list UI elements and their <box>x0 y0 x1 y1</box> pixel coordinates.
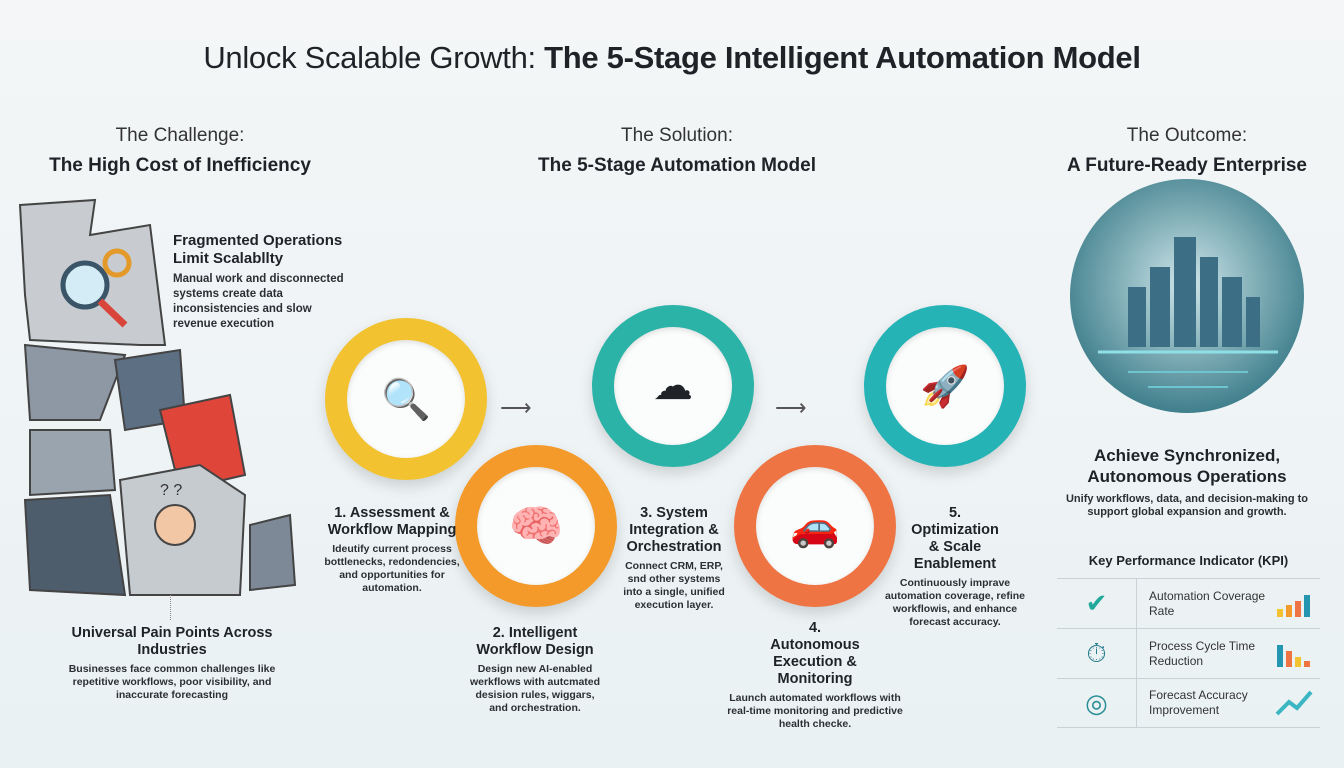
pain-points: Universal Pain Points Across Industries … <box>57 625 287 702</box>
stage-text: Design new AI-enabled werkflows with aut… <box>469 663 601 714</box>
kpi-label: Forecast Accuracy Improvement <box>1149 688 1248 717</box>
page-title: Unlock Scalable Growth: The 5-Stage Inte… <box>0 40 1344 76</box>
clock-down-icon: ⏱ <box>1086 637 1107 668</box>
stage-4-ring: 🚗 <box>734 445 896 607</box>
challenge-header: The Challenge: The High Cost of Inefficie… <box>0 125 360 177</box>
kpi-label: Process Cycle Time Reduction <box>1149 638 1256 668</box>
outcome-label: The Outcome: <box>1126 125 1248 146</box>
stage-text: Launch automated workflows with real-tim… <box>727 692 903 730</box>
pain-title: Universal Pain Points Across Industries <box>71 625 273 658</box>
divider <box>170 595 176 620</box>
fragmented-text: Manual work and disconnected systems cre… <box>173 273 344 330</box>
svg-text:? ?: ? ? <box>160 482 182 499</box>
outcome-text: Unify workflows, data, and decision-maki… <box>1065 493 1309 518</box>
kpi-row: ◎ Forecast Accuracy Improvement <box>1057 678 1320 728</box>
stage-title: 5. Optimization & Scale Enablement <box>911 505 999 572</box>
stage-text: Continuously imprave automation coverage… <box>884 577 1026 628</box>
title-part2: The 5-Stage Intelligent Automation Model <box>544 40 1141 75</box>
stage-text: Connect CRM, ERP, snd other systems into… <box>623 560 725 611</box>
bar-chart-up-icon <box>1277 594 1310 617</box>
stage-title: 3. System Integration & Orchestration <box>626 505 722 555</box>
fragmented-operations: Fragmented Operations Limit Scalabllty M… <box>173 232 358 332</box>
trend-up-icon <box>1275 690 1313 716</box>
outcome-title: Achieve Synchronized, Autonomous Operati… <box>1087 446 1287 486</box>
kpi-row: ✔ Automation Coverage Rate <box>1057 578 1320 628</box>
arrow-right-icon: ⟶ <box>775 395 807 420</box>
stage-title: 4. Autonomous Execution & Monitoring <box>770 620 860 687</box>
fragmented-pieces-illustration: ? ? <box>18 198 297 597</box>
stage-1-ring: 🔍 <box>325 318 487 480</box>
solution-label: The Solution: <box>621 125 733 146</box>
kpi-label: Automation Coverage Rate <box>1149 588 1266 618</box>
stage-text: Ideutify current process bottlenecks, re… <box>324 543 460 594</box>
title-part1: Unlock Scalable Growth: <box>203 40 545 75</box>
stage-5-ring: 🚀 <box>864 305 1026 467</box>
kpi-table: ✔ Automation Coverage Rate ⏱ Process Cycle… <box>1057 578 1320 728</box>
stage-3-ring: ☁ <box>592 305 754 467</box>
rocket-growth-icon: 🚀 <box>920 364 970 409</box>
workflow-map-icon: 🔍 <box>381 377 431 422</box>
future-city-illustration <box>1070 179 1304 413</box>
solution-heading: The 5-Stage Automation Model <box>538 155 816 176</box>
target-icon: ◎ <box>1085 687 1108 718</box>
brain-chip-icon: 🧠 <box>508 502 564 551</box>
kpi-title: Key Performance Indicator (KPI) <box>1088 553 1289 568</box>
car-monitoring-icon: 🚗 <box>790 504 840 549</box>
challenge-heading: The High Cost of Inefficiency <box>49 155 311 176</box>
checkmark-icon: ✔ <box>1085 588 1108 618</box>
challenge-label: The Challenge: <box>115 125 245 146</box>
solution-header: The Solution: The 5-Stage Automation Mode… <box>497 125 857 177</box>
outcome-header: The Outcome: A Future-Ready Enterprise <box>1007 125 1344 177</box>
outcome: Achieve Synchronized, Autonomous Operati… <box>1027 445 1344 519</box>
kpi-row: ⏱ Process Cycle Time Reduction <box>1057 628 1320 678</box>
pain-text: Businesses face common challenges like r… <box>68 663 276 701</box>
stage-title: 2. Intelligent Workflow Design <box>476 625 594 658</box>
fragmented-title: Fragmented Operations Limit Scalabllty <box>173 232 343 267</box>
integration-cloud-icon: ☁ <box>653 364 693 408</box>
stage-title: 1. Assessment & Workflow Mapping <box>327 505 457 538</box>
outcome-heading: A Future-Ready Enterprise <box>1066 155 1307 176</box>
arrow-right-icon: ⟶ <box>500 395 532 420</box>
bar-chart-down-icon <box>1277 644 1310 667</box>
stage-2-ring: 🧠 <box>455 445 617 607</box>
